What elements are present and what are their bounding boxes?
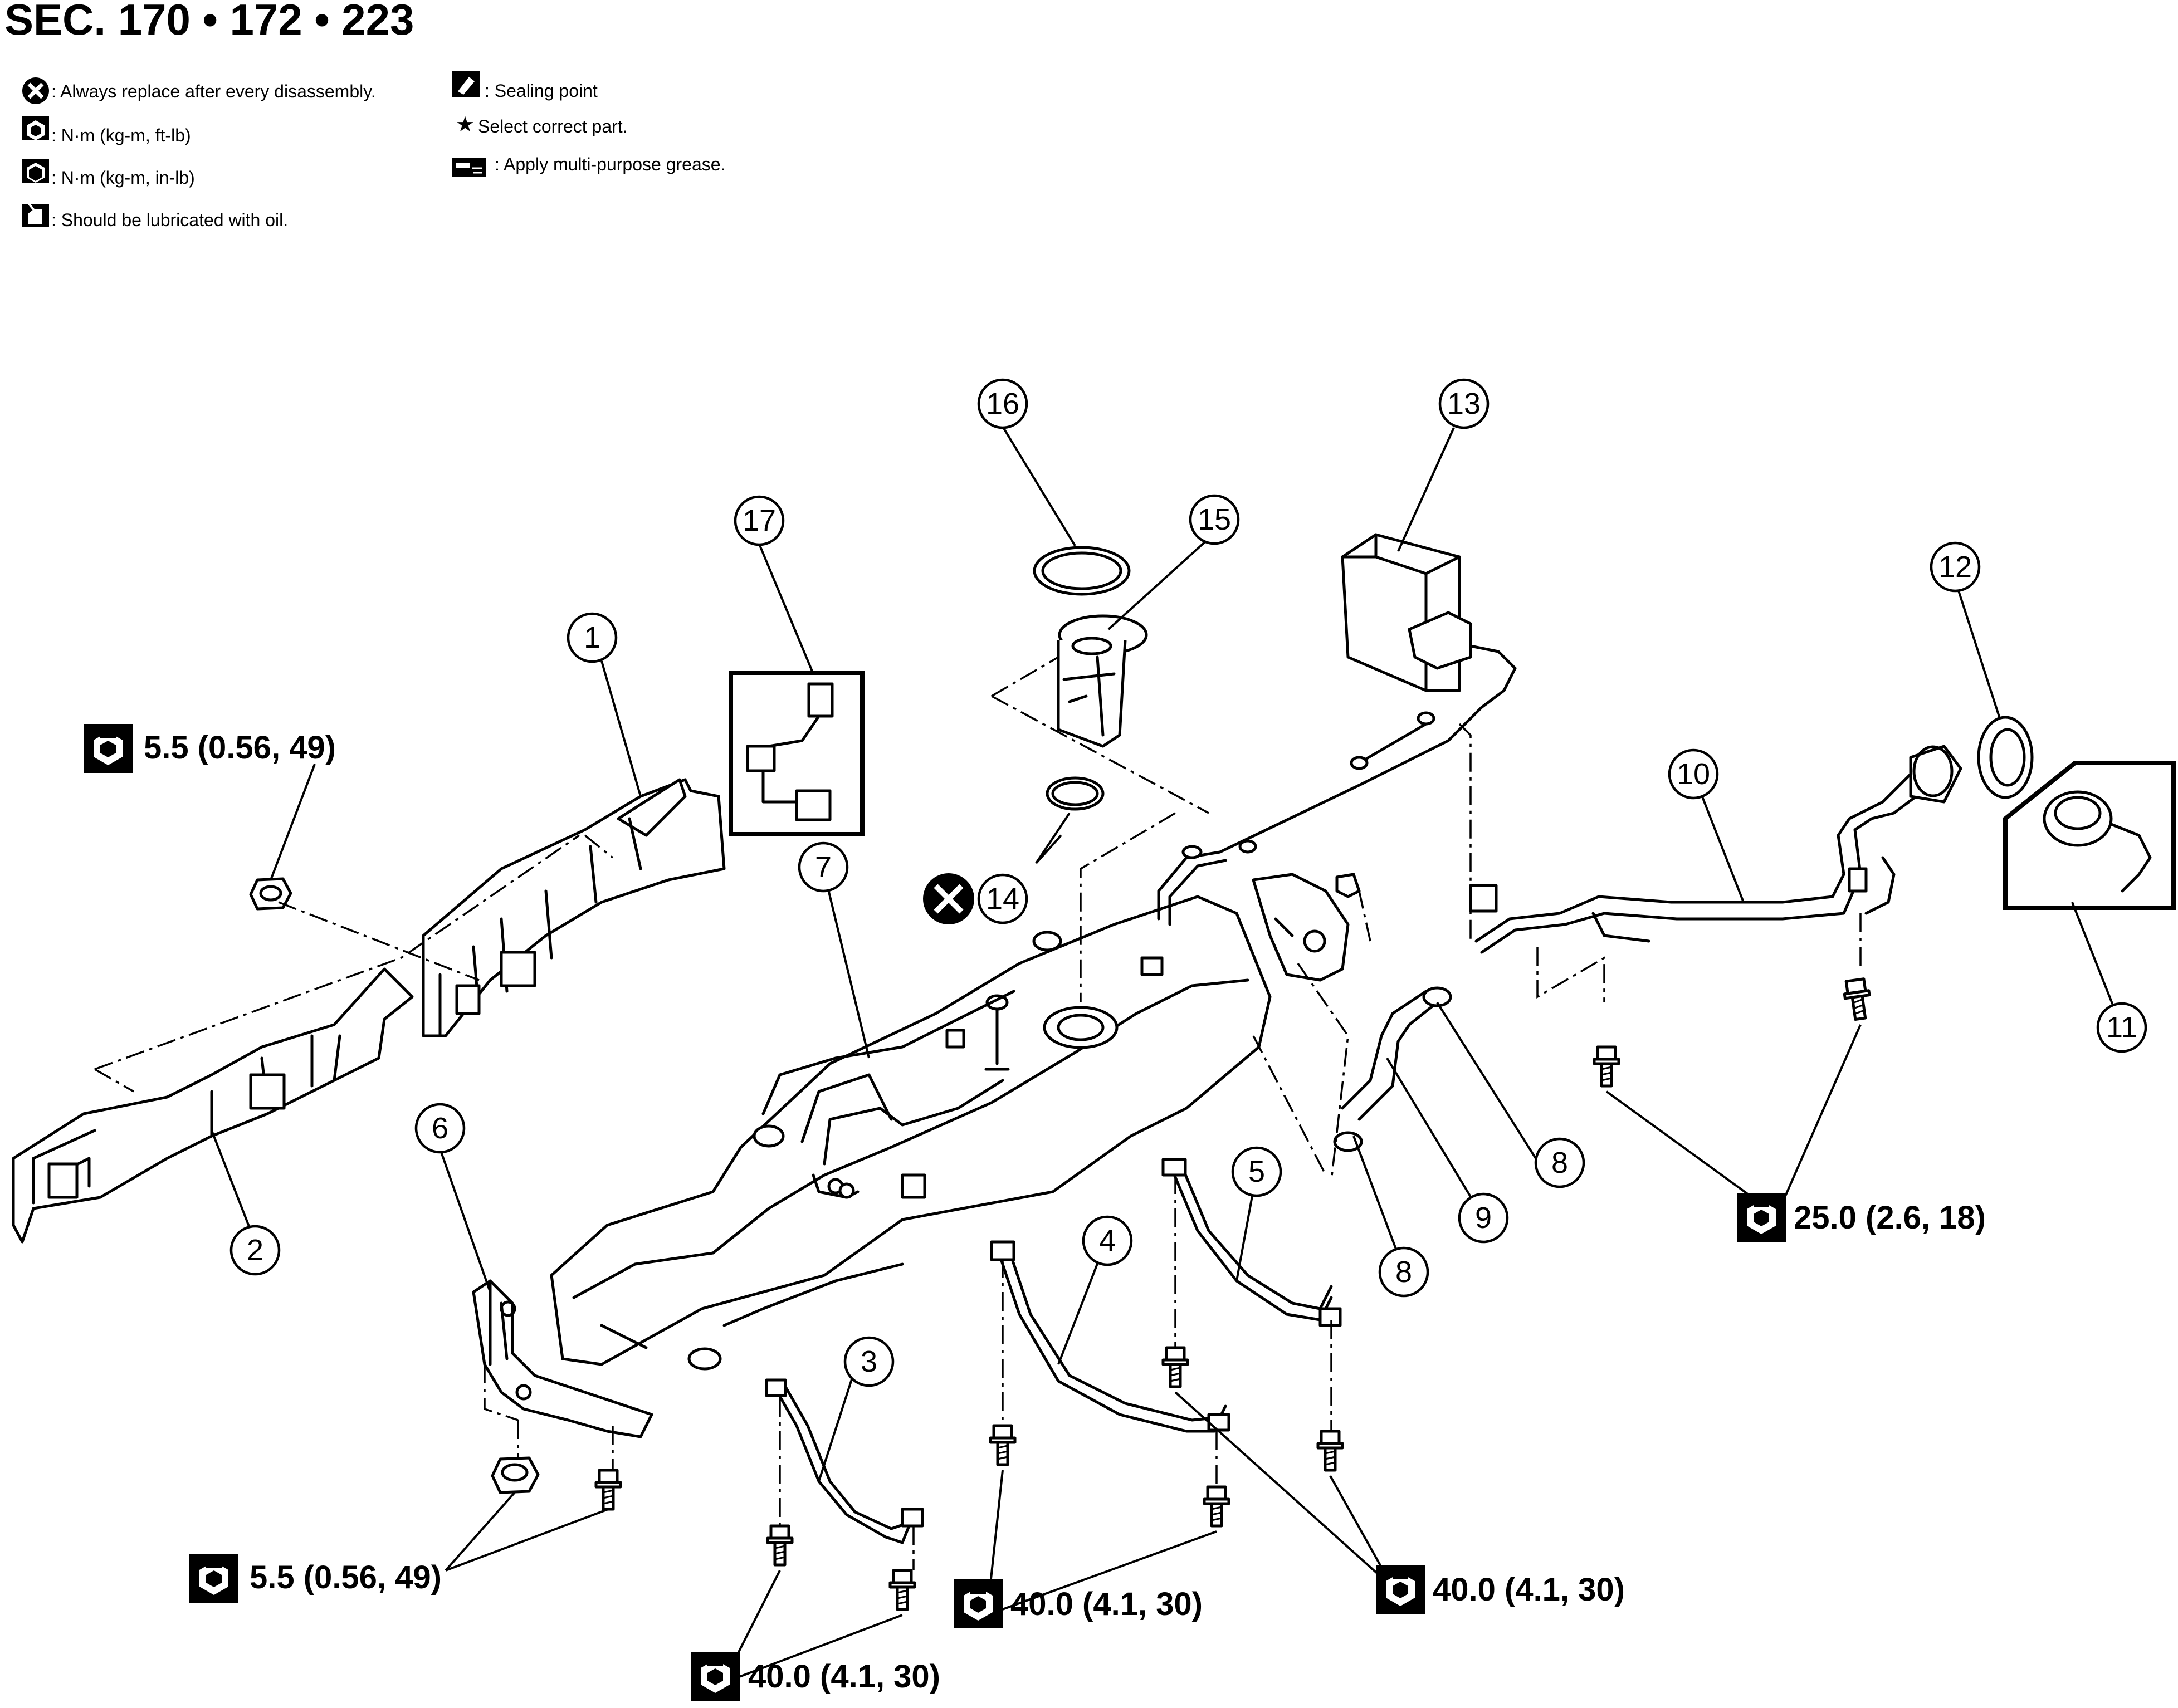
svg-text:5: 5 (1248, 1155, 1265, 1188)
legend-torque-ftlb-text: : N·m (kg-m, ft-lb) (51, 125, 191, 145)
tank-strap-front (765, 1378, 924, 1544)
hex-wrench-icon (84, 724, 133, 773)
bracket-nut (491, 1456, 540, 1494)
wrench-solid-icon (22, 159, 49, 183)
x-circle-icon (22, 77, 49, 104)
callout-15: 15 (1189, 494, 1240, 545)
hex-wrench-icon (1737, 1193, 1786, 1242)
callout-8-lower: 8 (1378, 1246, 1429, 1298)
legend-replace-text: : Always replace after every disassembly… (51, 81, 376, 101)
callout-13: 13 (1438, 378, 1490, 429)
torque-filler-bolts: 25.0 (2.6, 18) (1737, 1193, 1986, 1242)
svg-text:9: 9 (1475, 1201, 1492, 1235)
grease-icon (452, 158, 486, 177)
oil-can-icon (22, 203, 49, 227)
callout-10: 10 (1668, 748, 1719, 800)
filler-bracket (1252, 873, 1350, 982)
callout-9: 9 (1458, 1192, 1509, 1244)
legend: : Always replace after every disassembly… (22, 71, 725, 230)
hex-wrench-icon (954, 1579, 1003, 1628)
callout-11: 11 (2096, 1002, 2147, 1053)
svg-text:16: 16 (986, 387, 1019, 420)
callout-14: 14 (923, 873, 1028, 924)
assembly-lines (94, 656, 1862, 1570)
svg-text:7: 7 (815, 850, 832, 884)
svg-text:10: 10 (1677, 757, 1710, 791)
svg-text:14: 14 (986, 882, 1019, 916)
fuel-tank (550, 895, 1272, 1371)
svg-text:1: 1 (584, 621, 600, 654)
insulator-nut (249, 877, 292, 911)
svg-text:17: 17 (743, 504, 776, 537)
filler-tube (1469, 745, 1962, 954)
torque-strap4-bolts: 40.0 (4.1, 30) (954, 1579, 1203, 1628)
tank-bracket (472, 1279, 653, 1438)
callout-1: 1 (567, 612, 618, 663)
heat-insulator-rear (422, 778, 726, 1037)
svg-text:25.0 (2.6, 18): 25.0 (2.6, 18) (1794, 1200, 1986, 1236)
hex-wrench-icon (189, 1554, 238, 1603)
svg-text:40.0 (4.1, 30): 40.0 (4.1, 30) (1433, 1572, 1625, 1608)
fuel-pump (1057, 614, 1148, 748)
svg-text:8: 8 (1395, 1255, 1412, 1289)
callout-17: 17 (734, 495, 785, 546)
bracket-clip (1335, 873, 1361, 898)
callout-2: 2 (229, 1225, 281, 1276)
svg-text:15: 15 (1198, 503, 1231, 536)
svg-text:6: 6 (432, 1112, 448, 1145)
svg-text:12: 12 (1938, 550, 1972, 584)
evap-hose (1341, 990, 1439, 1121)
hex-wrench-icon (1376, 1565, 1425, 1614)
o-ring-lower (1046, 776, 1105, 811)
tank-strap-middle (990, 1240, 1230, 1433)
fuel-cap-detail-box (2003, 761, 2176, 910)
fuel-tubes (1157, 667, 1517, 926)
legend-grease-text: : Apply multi-purpose grease. (495, 154, 725, 174)
hex-wrench-icon (691, 1652, 740, 1701)
sealant-icon (452, 71, 480, 97)
torque-bracket-nut: 5.5 (0.56, 49) (189, 1554, 442, 1603)
svg-text:11: 11 (2106, 1011, 2137, 1044)
callout-12: 12 (1930, 541, 1981, 593)
svg-text:4: 4 (1099, 1224, 1116, 1257)
callout-16: 16 (977, 378, 1028, 429)
legend-oil-text: : Should be lubricated with oil. (51, 210, 288, 230)
torque-strap5-bolts: 40.0 (4.1, 30) (1376, 1565, 1625, 1614)
svg-text:40.0 (4.1, 30): 40.0 (4.1, 30) (1010, 1586, 1203, 1622)
svg-text:8: 8 (1551, 1146, 1568, 1180)
heat-insulator-front (12, 967, 414, 1244)
callout-8-upper: 8 (1534, 1137, 1585, 1188)
legend-sealing-text: : Sealing point (485, 81, 598, 101)
wrench-outline-icon (22, 116, 49, 140)
svg-text:13: 13 (1447, 387, 1481, 420)
torque-heat-shield-nut: 5.5 (0.56, 49) (84, 724, 336, 773)
legend-torque-inlb-text: : N·m (kg-m, in-lb) (51, 168, 195, 188)
callout-6: 6 (414, 1103, 466, 1154)
section-title: SEC. 170 • 172 • 223 (4, 0, 414, 44)
callout-4: 4 (1082, 1215, 1133, 1266)
svg-text:5.5 (0.56, 49): 5.5 (0.56, 49) (250, 1559, 442, 1596)
evap-canister (1341, 533, 1517, 692)
o-ring-upper (1033, 546, 1131, 596)
svg-text:40.0 (4.1, 30): 40.0 (4.1, 30) (748, 1658, 940, 1695)
filler-gasket (1977, 716, 2034, 799)
svg-text:2: 2 (247, 1234, 263, 1267)
star-icon: ★ (456, 112, 475, 136)
callout-7: 7 (798, 841, 849, 893)
harness-detail-box (729, 671, 865, 836)
legend-select-text: Select correct part. (478, 116, 628, 136)
callout-5: 5 (1231, 1146, 1282, 1197)
callout-3: 3 (843, 1336, 895, 1387)
torque-strap3-bolts: 40.0 (4.1, 30) (691, 1652, 940, 1701)
hose-clamp-upper (1422, 986, 1452, 1007)
tank-strap-rear (1161, 1158, 1342, 1327)
svg-text:3: 3 (861, 1345, 877, 1378)
svg-text:5.5 (0.56, 49): 5.5 (0.56, 49) (144, 730, 336, 766)
